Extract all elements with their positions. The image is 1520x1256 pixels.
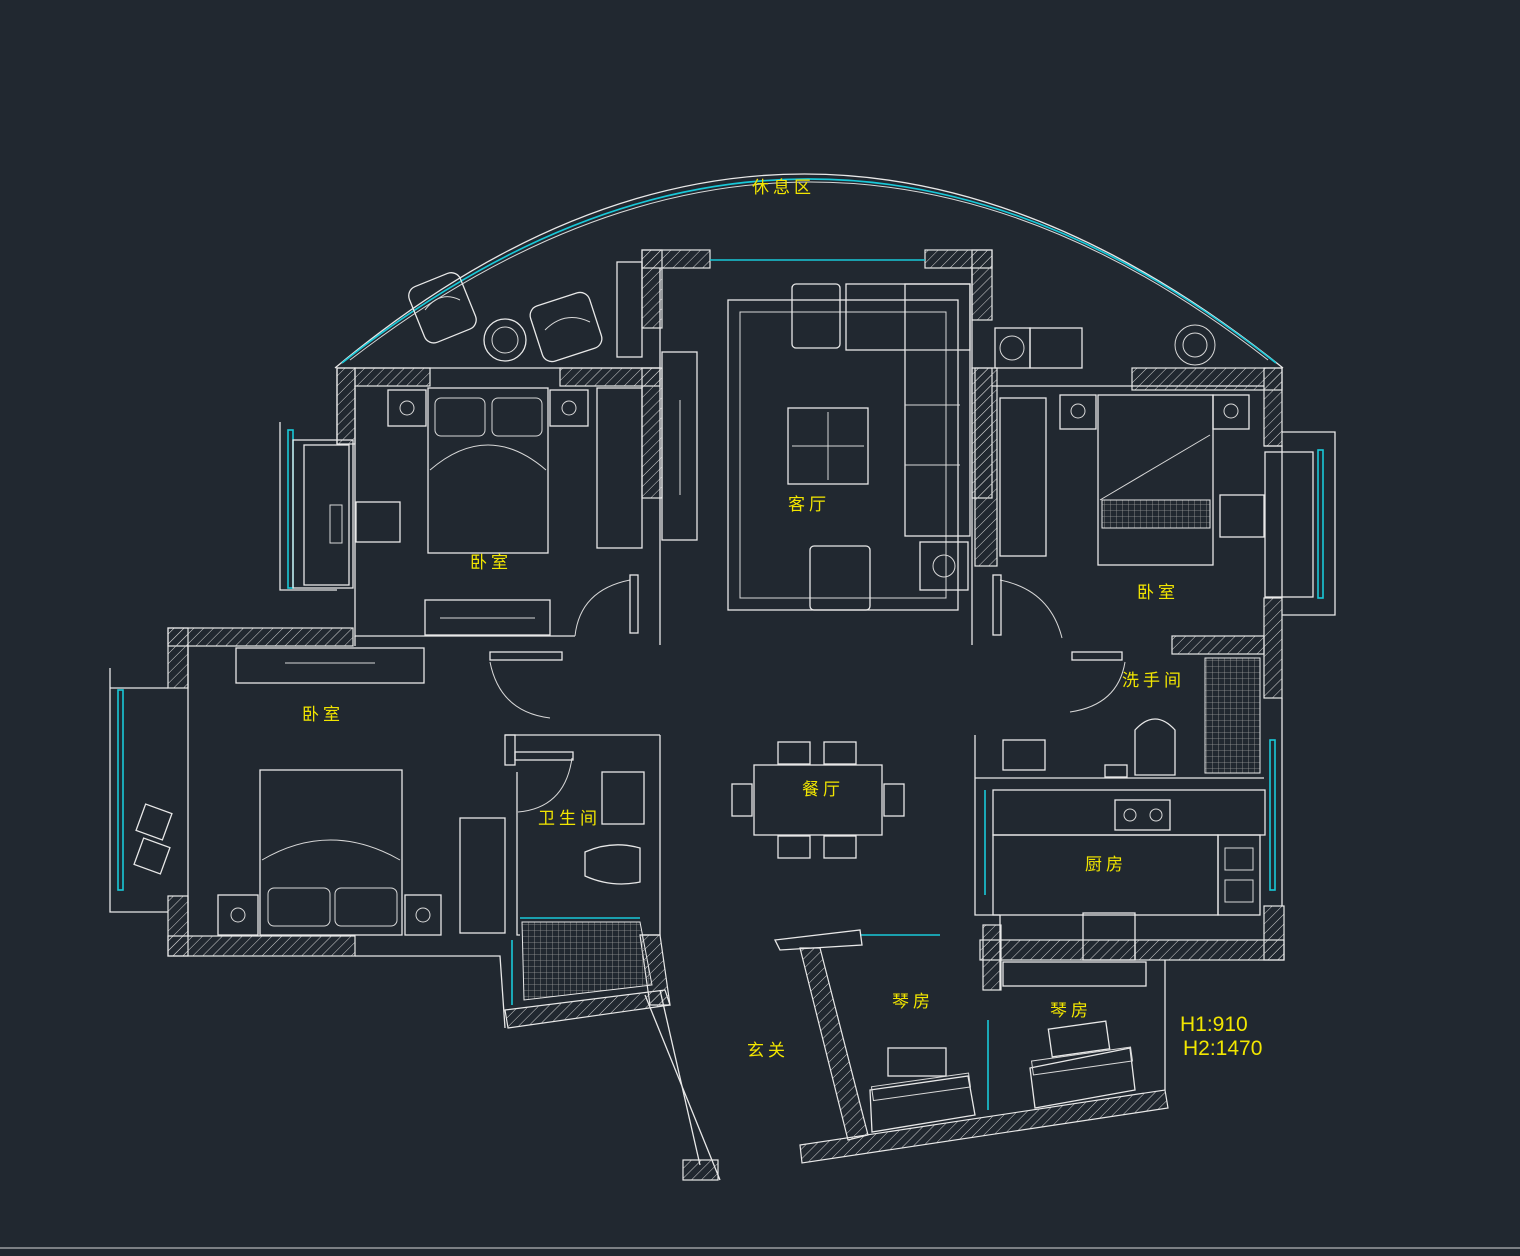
- dimension-h2: H2:1470: [1183, 1037, 1262, 1060]
- room-outlines: [187, 268, 1283, 1181]
- room-label-bedroom-w: 卧室: [302, 705, 344, 725]
- room-label-dining-room: 餐厅: [802, 780, 844, 800]
- interior-walls: [639, 367, 1265, 1006]
- room-label-bathroom: 卫生间: [538, 809, 601, 829]
- piano-rooms: [774, 929, 1136, 1141]
- room-label-piano-room-1: 琴房: [892, 992, 934, 1012]
- doors: [489, 574, 1126, 813]
- room-label-kitchen: 厨房: [1085, 855, 1127, 875]
- outer-walls: [167, 249, 1285, 1181]
- lounge-chair: [408, 272, 603, 363]
- dining-table: [731, 741, 905, 859]
- living-room-furniture: [616, 261, 971, 611]
- room-label-bedroom-ne: 卧室: [1137, 583, 1179, 603]
- kitchen-fixtures: [992, 789, 1266, 987]
- lounge-arc: [334, 173, 1284, 369]
- windows: [109, 259, 1336, 1110]
- room-label-powder-room: 洗手间: [1122, 671, 1185, 691]
- room-label-bedroom-nw: 卧室: [470, 553, 512, 573]
- bathroom-fixtures: [521, 771, 653, 1001]
- bedroom-nw-furniture: [303, 387, 643, 636]
- room-label-lounge: 休息区: [752, 178, 815, 198]
- room-label-entrance: 玄关: [747, 1041, 789, 1061]
- dimension-h1: H1:910: [1180, 1013, 1248, 1036]
- powder-room-fixtures: [1002, 657, 1261, 778]
- room-label-piano-room-2: 琴房: [1050, 1001, 1092, 1021]
- room-label-living-room: 客厅: [788, 495, 830, 515]
- bedroom-ne-furniture: [994, 324, 1265, 566]
- bedroom-w-furniture: [133, 647, 506, 936]
